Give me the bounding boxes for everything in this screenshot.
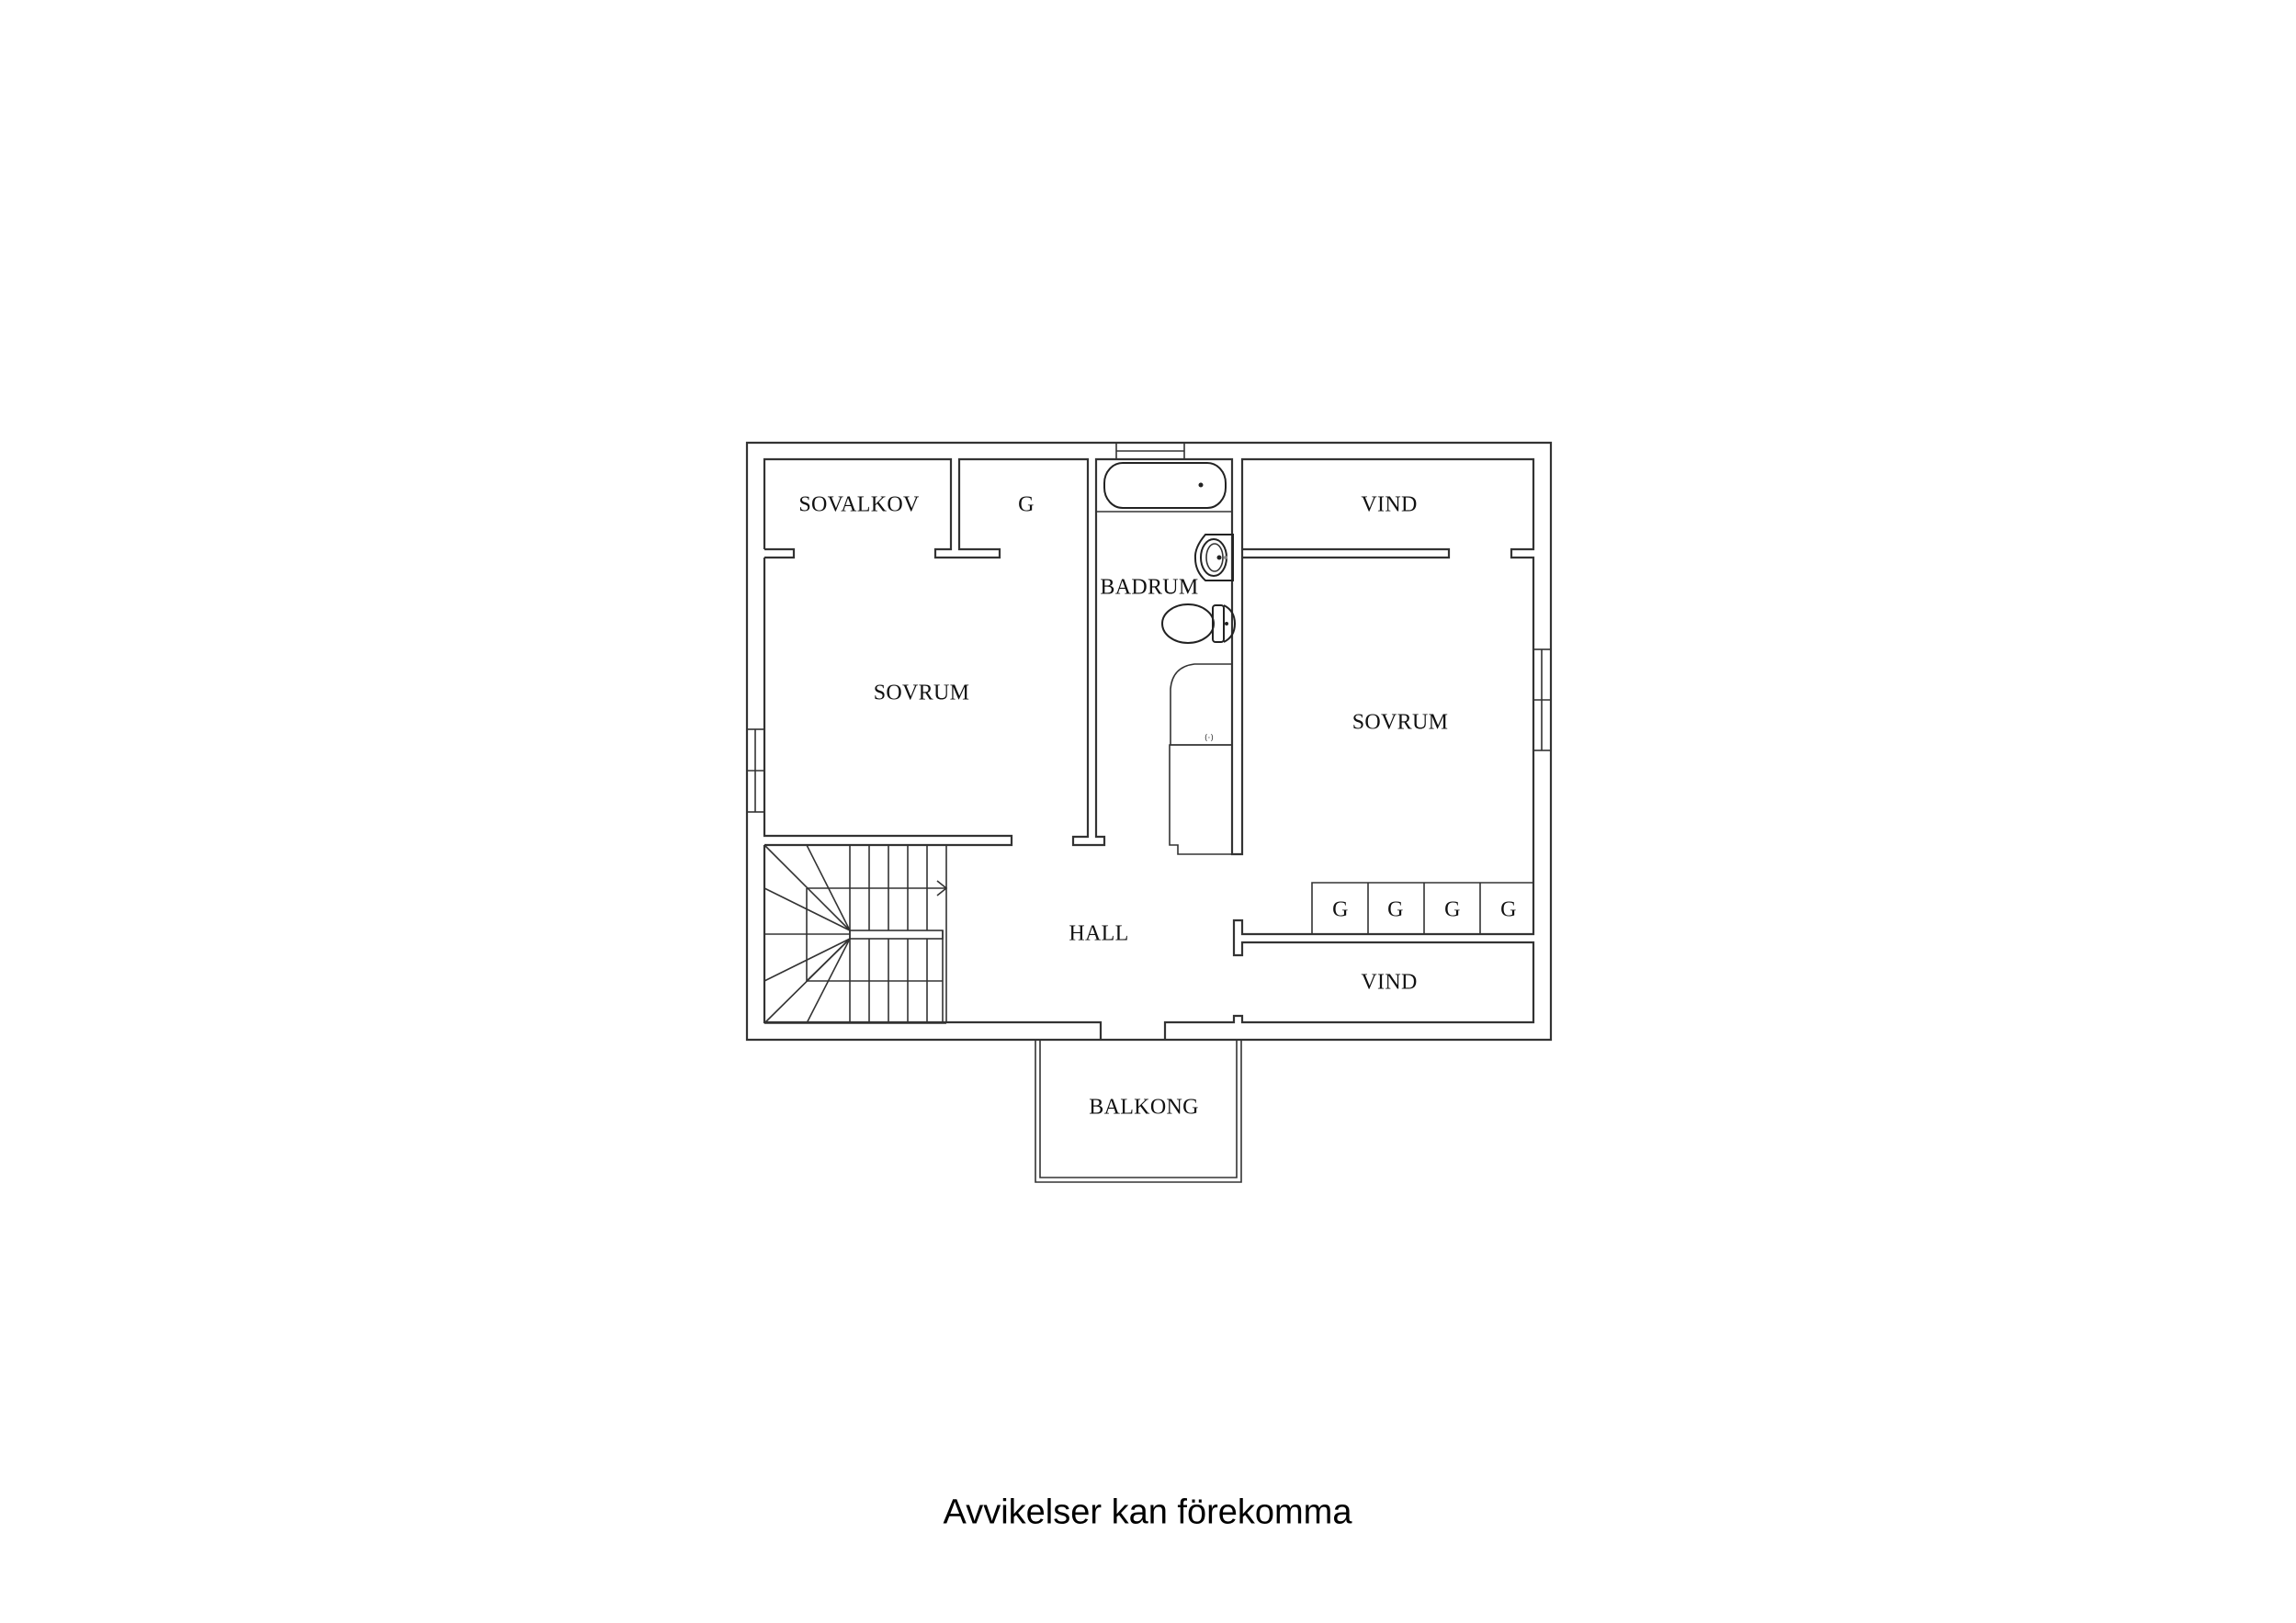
window-left xyxy=(746,728,765,813)
outer-walls xyxy=(745,441,1553,1042)
room-label-garderob: G xyxy=(1387,897,1404,922)
toilet-icon xyxy=(1161,603,1237,644)
room-label-badrum: BADRUM xyxy=(1100,575,1199,600)
interior-walls xyxy=(763,457,1535,1040)
staircase-icon xyxy=(763,844,948,1024)
sink-icon xyxy=(1193,534,1234,581)
balcony xyxy=(1035,1040,1242,1183)
room-label-garderob: G xyxy=(1444,897,1461,922)
room-label-garderob: G xyxy=(1500,897,1517,922)
room-label-sovrum-left: SOVRUM xyxy=(873,681,970,705)
shower-icon: (·) xyxy=(1169,663,1232,855)
room-label-vind-bottom: VIND xyxy=(1361,970,1418,995)
room-label-garderob: G xyxy=(1018,492,1035,517)
room-label-garderob: G xyxy=(1332,897,1349,922)
bathtub-icon xyxy=(1096,462,1232,513)
room-label-sovrum-right: SOVRUM xyxy=(1352,710,1449,735)
disclaimer-caption: Avvikelser kan förekomma xyxy=(943,1493,1352,1532)
room-label-sovalkov: SOVALKOV xyxy=(798,492,920,517)
room-label-vind-top: VIND xyxy=(1361,492,1418,517)
room-label-balkong: BALKONG xyxy=(1089,1095,1199,1120)
svg-text:(·): (·) xyxy=(1205,734,1214,743)
room-label-hall: HALL xyxy=(1069,921,1129,946)
window-top xyxy=(1115,442,1185,460)
window-right xyxy=(1533,648,1552,751)
stair-arrow-icon xyxy=(936,880,948,896)
